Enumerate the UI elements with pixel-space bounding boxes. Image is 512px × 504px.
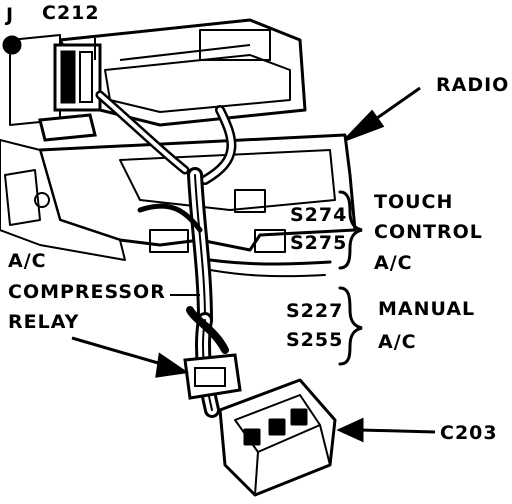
connector-c203 [218, 378, 337, 497]
label-c203: C203 [440, 422, 498, 444]
label-ac: A/C [8, 250, 47, 272]
label-c212: C212 [42, 2, 100, 24]
leader-arrows [71, 38, 436, 443]
label-touch-control-line1: TOUCH [374, 191, 454, 213]
label-s255: S255 [286, 329, 344, 351]
label-manual-line1: MANUAL [378, 298, 476, 320]
relay-block [183, 353, 242, 400]
curly-braces [338, 190, 363, 366]
connector-c212 [38, 43, 102, 142]
label-j: J [6, 4, 15, 26]
label-manual-line2: A/C [378, 331, 417, 353]
label-s227: S227 [286, 300, 344, 322]
label-s274: S274 [290, 204, 348, 226]
label-touch-control-line3: A/C [374, 252, 413, 274]
label-touch-control-line2: CONTROL [374, 221, 483, 243]
label-compressor: COMPRESSOR [8, 281, 166, 303]
label-s275: S275 [290, 232, 348, 254]
label-relay: RELAY [8, 311, 80, 333]
label-radio: RADIO [436, 74, 510, 96]
